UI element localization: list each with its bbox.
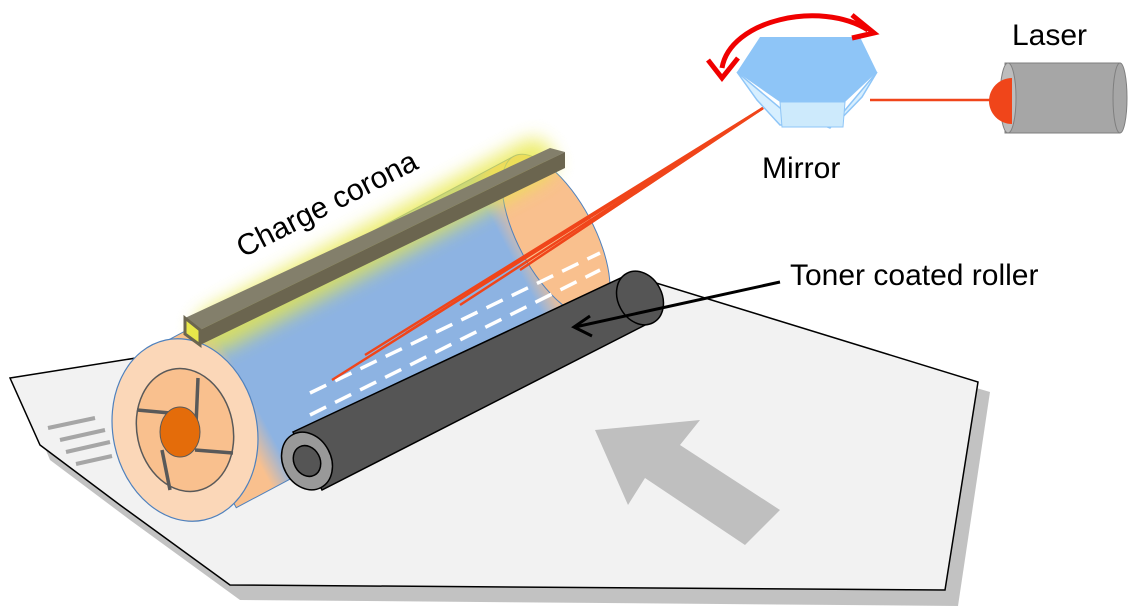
roller-pointer-arrow: [571, 280, 781, 338]
laser-emitter: [989, 78, 1012, 124]
drum-hub: [159, 406, 201, 458]
latent-image-lines: [309, 251, 601, 417]
paper-feed-arrow: [595, 420, 780, 545]
rotation-arrow-icon: [706, 13, 880, 83]
toner-roller: [280, 270, 665, 492]
polygon-mirror: [736, 37, 878, 129]
printed-marks: [47, 416, 113, 466]
laser-device: [989, 62, 1128, 134]
laser-beams: [331, 98, 1000, 382]
label-laser: Laser: [1012, 19, 1087, 52]
charge-corona-bar: [183, 148, 565, 348]
label-mirror: Mirror: [762, 152, 840, 185]
label-toner-roller: Toner coated roller: [790, 259, 1038, 292]
roller-core: [292, 444, 322, 478]
